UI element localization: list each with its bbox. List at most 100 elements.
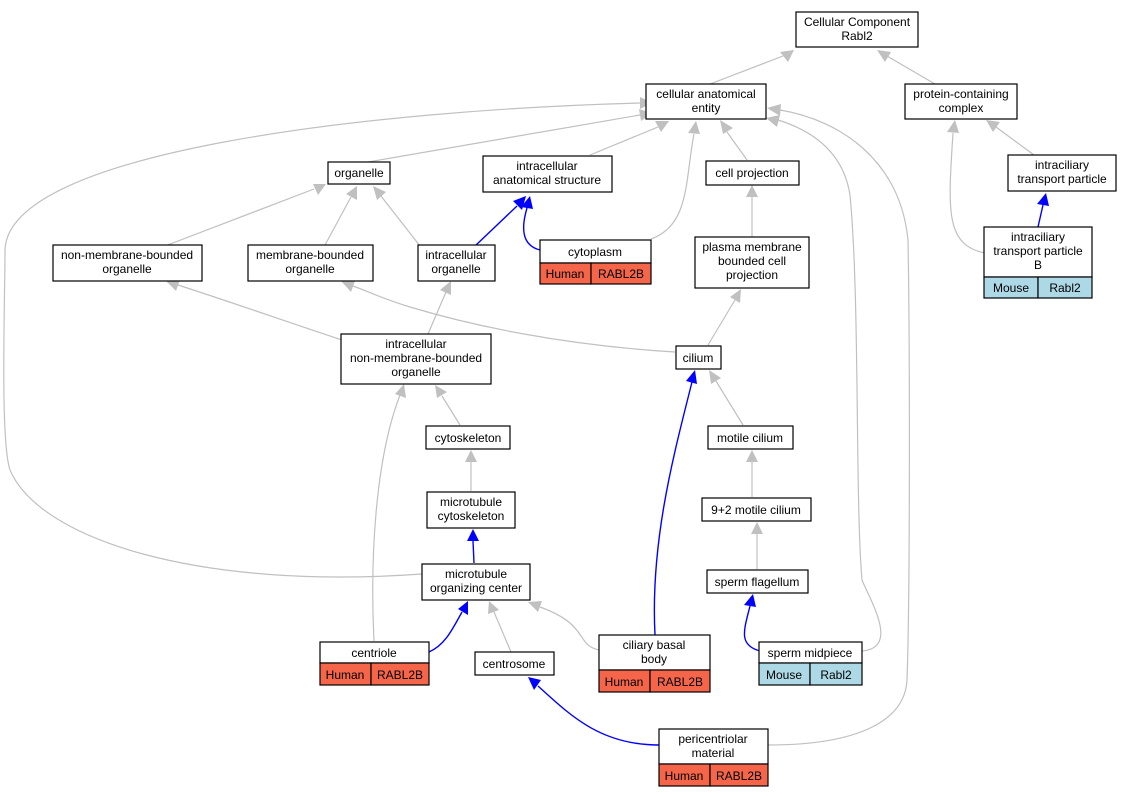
arrowhead xyxy=(341,281,355,292)
node-cytoplasm[interactable]: cytoplasm Human RABL2B xyxy=(539,239,652,285)
tag-species: Mouse xyxy=(766,668,802,682)
node-label-line: intraciliary xyxy=(1035,158,1089,172)
edge-pcm-to-centrosome xyxy=(537,685,660,746)
node-sperm-midpiece[interactable]: sperm midpiece Mouse Rabl2 xyxy=(758,641,863,686)
edge-motilecilium-to-cilium xyxy=(715,380,744,426)
node-9-plus-2-motile-cilium[interactable]: 9+2 motile cilium xyxy=(701,497,812,522)
node-label-line: anatomical structure xyxy=(493,173,601,187)
arrowhead xyxy=(877,50,891,62)
tag-species: Human xyxy=(605,675,644,689)
node-label-line: non-membrane-bounded xyxy=(61,248,193,262)
node-microtubule-organizing-center[interactable]: microtubule organizing center xyxy=(421,563,531,601)
node-intraciliary-transport-particle[interactable]: intraciliary transport particle xyxy=(1007,154,1117,192)
node-centriole[interactable]: centriole Human RABL2B xyxy=(319,641,430,686)
arrowhead xyxy=(730,289,741,303)
node-label-line: body xyxy=(641,652,667,666)
arrowhead xyxy=(780,50,794,62)
edge-cilium-to-pmbcp xyxy=(707,299,736,346)
arrowhead xyxy=(166,280,180,291)
node-plasma-membrane-bounded-cell-projection[interactable]: plasma membrane bounded cell projection xyxy=(694,236,810,289)
node-cellular-component[interactable]: Cellular Component Rabl2 xyxy=(795,11,919,48)
node-pericentriolar-material[interactable]: pericentriolar material Human RABL2B xyxy=(658,728,769,787)
gene-tag xyxy=(370,662,430,686)
node-ciliary-basal-body[interactable]: ciliary basal body Human RABL2B xyxy=(598,634,711,693)
edge-mtoc-to-mtcyto xyxy=(472,540,475,564)
edge-inmbo-to-nmbo xyxy=(177,284,343,341)
node-motile-cilium[interactable]: motile cilium xyxy=(707,425,794,450)
node-microtubule-cytoskeleton[interactable]: microtubule cytoskeleton xyxy=(426,491,516,529)
node-label-line: cytoskeleton xyxy=(435,431,502,445)
node-label-line: transport particle xyxy=(993,244,1083,258)
edge-cytoplasm-to-cae xyxy=(650,133,695,240)
arrowhead xyxy=(373,186,386,200)
arrowhead xyxy=(488,601,499,614)
arrowhead xyxy=(947,120,959,133)
node-label-line: centrosome xyxy=(483,657,546,671)
tag-species: Human xyxy=(546,267,585,281)
node-label-line: microtubule xyxy=(445,567,507,581)
tag-gene: Rabl2 xyxy=(1049,281,1081,295)
edge-ias-to-cae xyxy=(589,126,659,156)
gene-tag xyxy=(590,262,652,285)
node-intraciliary-transport-particle-b[interactable]: intraciliary transport particle B Mouse … xyxy=(983,226,1093,299)
edge-nmbo-to-organelle xyxy=(164,188,315,247)
arrowhead xyxy=(346,186,357,200)
node-cellular-anatomical-entity[interactable]: cellular anatomical entity xyxy=(645,83,767,120)
edge-io-to-ias xyxy=(474,205,518,247)
arrowhead xyxy=(528,601,542,612)
tag-species: Mouse xyxy=(993,281,1029,295)
edge-centrosome-to-mtoc xyxy=(493,611,512,653)
node-cytoskeleton[interactable]: cytoskeleton xyxy=(425,425,511,450)
edge-layer xyxy=(3,50,1049,746)
node-label-line: Rabl2 xyxy=(841,29,873,43)
node-intracellular-organelle[interactable]: intracellular organelle xyxy=(417,244,496,282)
node-cell-projection[interactable]: cell projection xyxy=(705,160,800,186)
node-organelle[interactable]: organelle xyxy=(327,161,391,185)
arrowhead xyxy=(655,121,669,132)
edge-centriole-to-inmbo xyxy=(372,394,401,642)
tag-gene: RABL2B xyxy=(598,267,644,281)
edge-pcm-to-cae xyxy=(767,109,910,746)
node-centrosome[interactable]: centrosome xyxy=(474,651,555,676)
edge-cae-to-cc xyxy=(709,55,784,85)
node-label-line: plasma membrane xyxy=(702,240,802,254)
edge-itpb-to-pcc xyxy=(949,132,986,254)
node-label-line: intraciliary xyxy=(1011,230,1065,244)
node-label-line: B xyxy=(1034,258,1042,272)
tag-species: Human xyxy=(665,769,704,783)
arrowhead xyxy=(746,450,758,462)
arrowhead xyxy=(686,370,697,384)
arrowhead xyxy=(751,522,763,534)
node-intracellular-anatomical-structure[interactable]: intracellular anatomical structure xyxy=(482,155,613,193)
gene-tag xyxy=(809,662,863,686)
node-sperm-flagellum[interactable]: sperm flagellum xyxy=(706,569,809,594)
arrowhead xyxy=(458,601,468,615)
gene-tag xyxy=(1037,276,1093,299)
arrowhead xyxy=(528,677,541,690)
node-label-line: organelle xyxy=(334,166,384,180)
edge-cytoplasm-to-ias xyxy=(522,207,541,251)
node-label-line: intracellular xyxy=(516,159,577,173)
node-label-line: intracellular xyxy=(425,248,486,262)
edge-midpiece-to-cae xyxy=(777,119,882,652)
arrowhead xyxy=(720,120,733,134)
node-cilium[interactable]: cilium xyxy=(675,345,722,370)
arrowhead xyxy=(746,185,758,197)
node-intracellular-non-membrane-bounded-organelle[interactable]: intracellular non-membrane-bounded organ… xyxy=(340,333,492,385)
tag-gene: Rabl2 xyxy=(820,668,852,682)
arrowhead xyxy=(709,370,721,384)
edge-centriole-to-mtoc xyxy=(428,611,463,653)
node-label-line: sperm flagellum xyxy=(715,575,800,589)
edge-itp-to-pcc xyxy=(995,126,1035,156)
node-label-line: cytoplasm xyxy=(568,245,622,259)
node-membrane-bounded-organelle[interactable]: membrane-bounded organelle xyxy=(247,244,374,282)
node-label-line: non-membrane-bounded xyxy=(350,351,482,365)
node-label-line: organizing center xyxy=(430,581,522,595)
node-protein-containing-complex[interactable]: protein-containing complex xyxy=(904,83,1018,120)
edge-basalbody-to-mtoc xyxy=(539,606,600,651)
edge-mbo-to-organelle xyxy=(324,196,352,246)
node-non-membrane-bounded-organelle[interactable]: non-membrane-bounded organelle xyxy=(52,244,203,282)
node-label-line: cell projection xyxy=(715,166,788,180)
arrowhead xyxy=(467,529,479,541)
